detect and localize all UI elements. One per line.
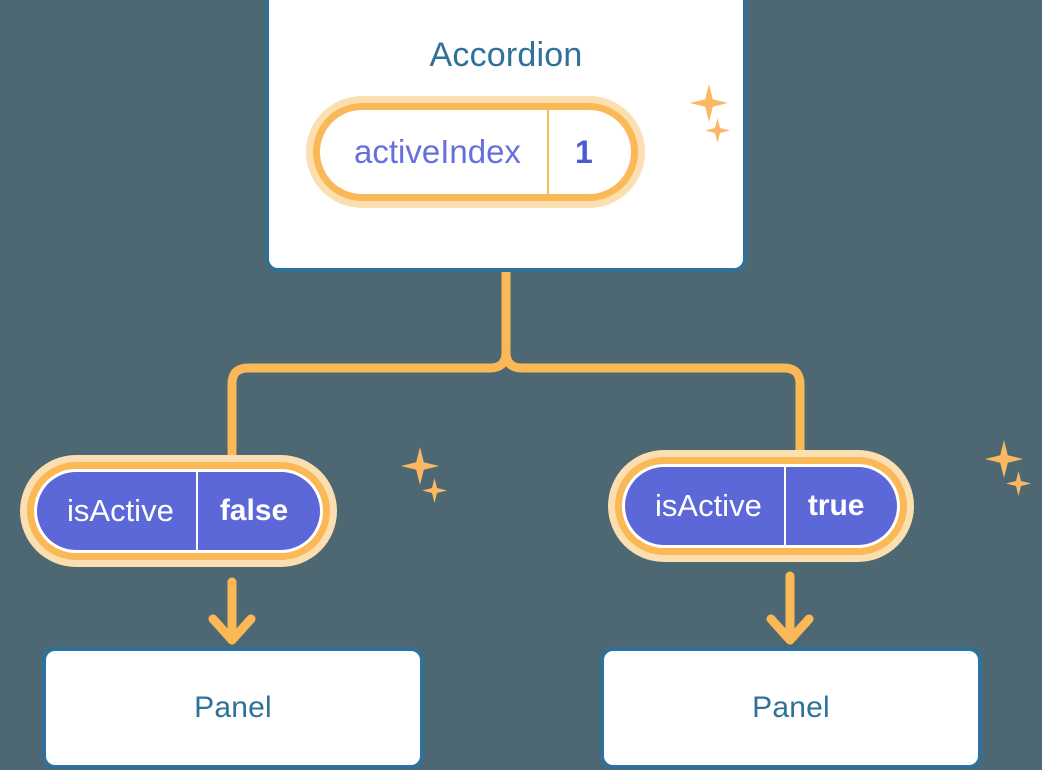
badge-body: isActive false bbox=[37, 472, 321, 550]
badge-ring: isActive true bbox=[615, 457, 907, 555]
badge-value-is-active-left: false bbox=[219, 494, 289, 527]
badge-body: activeIndex 1 bbox=[320, 110, 631, 194]
accordion-node-title: Accordion bbox=[429, 36, 583, 74]
panel-node-left-title: Panel bbox=[194, 691, 272, 724]
sparkle-icon bbox=[422, 478, 447, 503]
prop-badge-is-active-left[interactable]: isActive false bbox=[20, 455, 338, 567]
badge-key-active-index: activeIndex bbox=[320, 110, 549, 194]
badge-body: isActive true bbox=[625, 467, 897, 545]
badge-ring: isActive false bbox=[27, 462, 331, 560]
arrow-head-right-icon bbox=[766, 614, 814, 645]
badge-gap: isActive false bbox=[34, 469, 324, 553]
badge-gap: activeIndex 1 bbox=[320, 110, 631, 194]
panel-node-right[interactable]: Panel bbox=[600, 647, 982, 769]
badge-key-is-active-left: isActive bbox=[37, 472, 198, 550]
prop-badge-is-active-right[interactable]: isActive true bbox=[608, 450, 914, 562]
panel-node-right-title: Panel bbox=[752, 691, 830, 724]
connector-root-split bbox=[501, 267, 805, 457]
badge-key-is-active-right: isActive bbox=[625, 467, 786, 545]
badge-value-active-index: 1 bbox=[574, 133, 593, 170]
badge-ring: activeIndex 1 bbox=[313, 103, 638, 201]
sparkle-icon bbox=[1006, 471, 1031, 496]
arrow-head-left-icon bbox=[208, 614, 256, 645]
badge-value-is-active-right: true bbox=[807, 489, 865, 522]
badge-gap: isActive true bbox=[622, 464, 900, 548]
panel-node-left[interactable]: Panel bbox=[42, 647, 424, 769]
sparkle-icon bbox=[401, 447, 439, 485]
state-badge-active-index[interactable]: activeIndex 1 bbox=[306, 96, 645, 208]
sparkle-icon bbox=[985, 440, 1023, 478]
connector-root-split-left bbox=[227, 347, 511, 463]
